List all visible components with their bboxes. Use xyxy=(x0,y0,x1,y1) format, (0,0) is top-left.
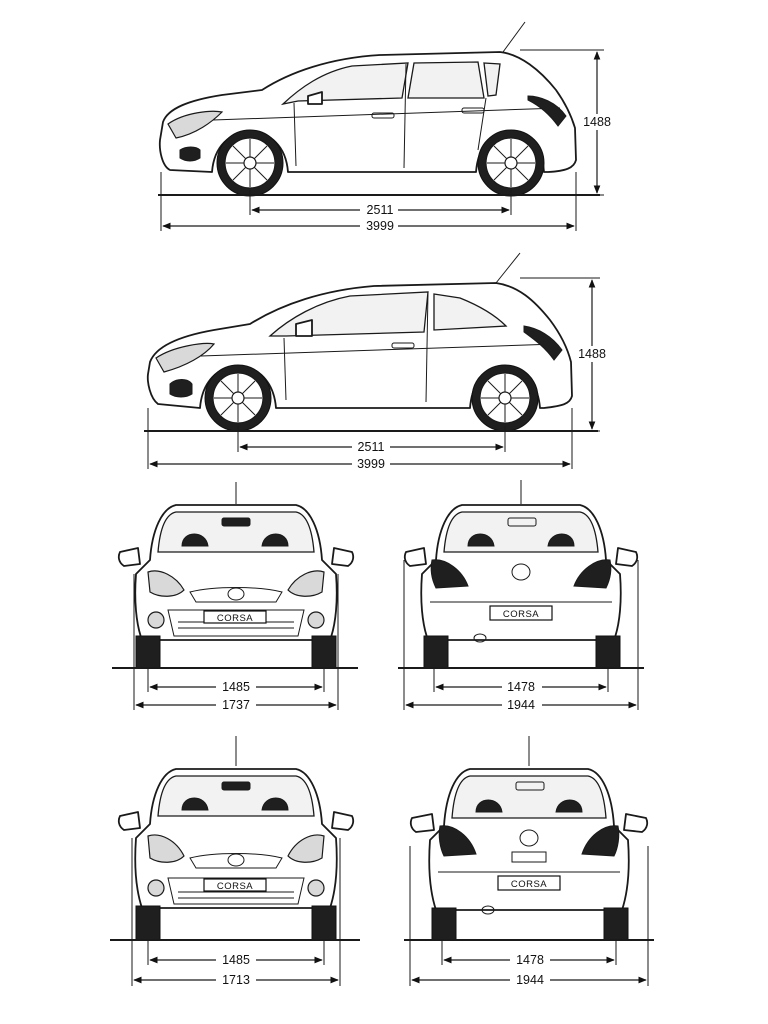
side-view-3-door: 1488 2511 3999 xyxy=(144,252,607,471)
model-badge: CORSA xyxy=(511,879,547,890)
track-dimension-label: 1485 xyxy=(222,953,250,967)
track-dimension-label: 1478 xyxy=(507,680,535,694)
height-dimension-label: 1488 xyxy=(583,115,611,129)
height-dimension-label: 1488 xyxy=(578,347,606,361)
front-view-3-door: CORSA 1485 1713 xyxy=(110,736,360,987)
length-dimension-label: 3999 xyxy=(366,219,394,233)
track-dimension-label: 1478 xyxy=(516,953,544,967)
width-dimension-label: 1713 xyxy=(222,973,250,987)
rear-view-3-door: CORSA 1478 1944 xyxy=(404,736,654,987)
width-dimension-label: 1944 xyxy=(516,973,544,987)
rear-view-5-door: CORSA 1478 1944 xyxy=(398,480,644,712)
model-badge: CORSA xyxy=(217,613,253,624)
side-view-5-door: 1488 2511 3999 xyxy=(158,21,612,233)
length-dimension-label: 3999 xyxy=(357,457,385,471)
wheelbase-dimension-label: 2511 xyxy=(358,440,385,454)
wheelbase-dimension-label: 2511 xyxy=(367,203,394,217)
model-badge: CORSA xyxy=(217,881,253,892)
track-dimension-label: 1485 xyxy=(222,680,250,694)
model-badge: CORSA xyxy=(503,609,539,620)
front-view-5-door: CORSA 1485 1737 xyxy=(112,482,358,712)
width-dimension-label: 1944 xyxy=(507,698,535,712)
width-dimension-label: 1737 xyxy=(222,698,250,712)
